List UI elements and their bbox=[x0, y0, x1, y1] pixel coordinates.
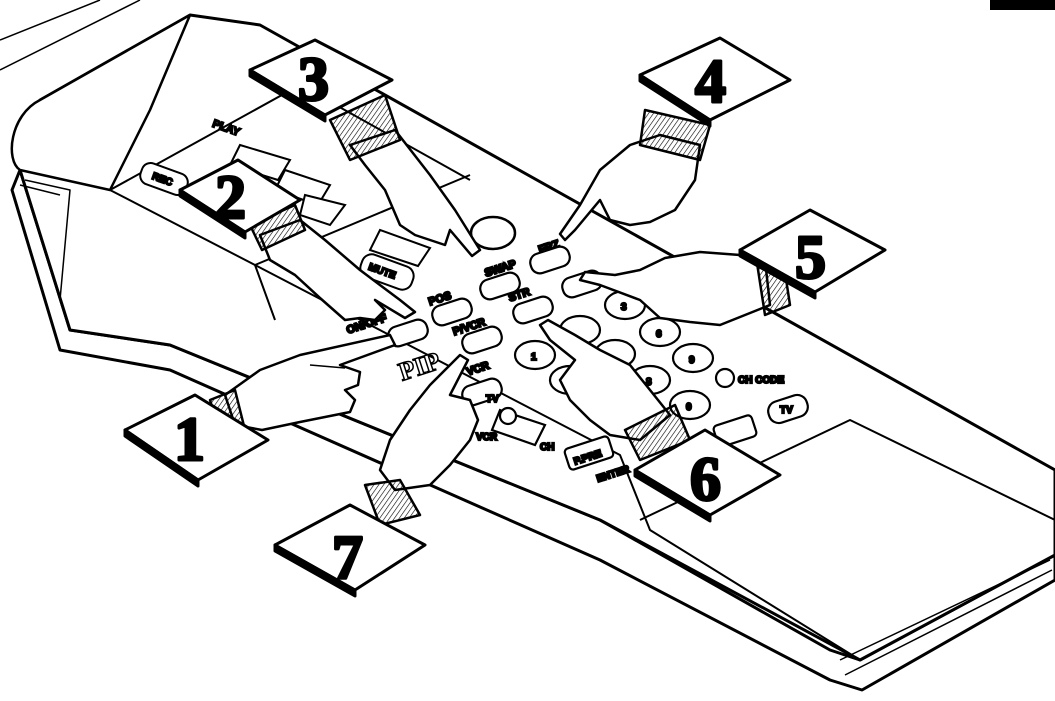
ch-label: CH bbox=[540, 442, 554, 453]
callout-7-label: 7 bbox=[332, 524, 363, 592]
hand-4 bbox=[560, 110, 710, 240]
callout-4-label: 4 bbox=[695, 48, 726, 116]
tv-label: TV bbox=[780, 405, 793, 416]
key-9-label: 9 bbox=[689, 355, 695, 366]
corner-bar bbox=[990, 0, 1055, 10]
key-3-label: 3 bbox=[621, 302, 627, 313]
vcr-switch-label: VCR bbox=[476, 432, 498, 443]
ch-code-dial[interactable] bbox=[716, 369, 734, 387]
callout-3-label: 3 bbox=[298, 46, 329, 114]
key-0-label: 0 bbox=[686, 402, 692, 413]
callout-6-label: 6 bbox=[690, 446, 721, 514]
callout-1-label: 1 bbox=[174, 406, 205, 474]
tv-vcr-switch-knob[interactable] bbox=[500, 408, 516, 424]
key-1-label: 1 bbox=[531, 352, 537, 363]
callout-5-label: 5 bbox=[795, 224, 826, 292]
key-6-label: 6 bbox=[656, 329, 662, 340]
tv-switch-label: TV bbox=[486, 394, 499, 405]
ch-code-label: CH CODE bbox=[738, 375, 784, 386]
callout-2-label: 2 bbox=[215, 164, 246, 232]
